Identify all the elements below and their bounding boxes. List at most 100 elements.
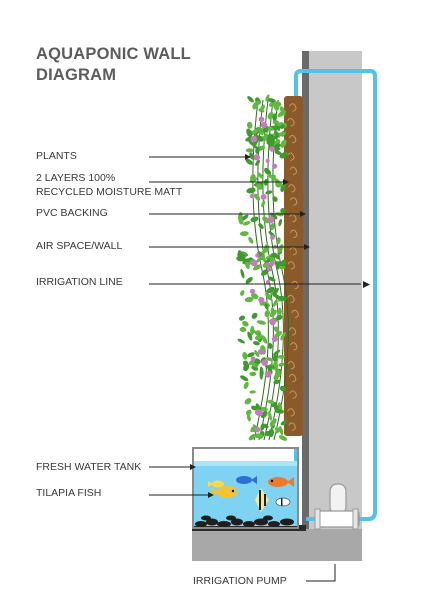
- leaf: [278, 307, 282, 316]
- leaf: [242, 320, 249, 327]
- leaf: [280, 139, 287, 148]
- pvc-backing: [302, 51, 309, 539]
- leaf: [278, 295, 287, 302]
- matt-swirl: [289, 246, 297, 256]
- irrigation-pump: [314, 483, 360, 530]
- leaf: [277, 244, 284, 254]
- flower: [256, 409, 264, 417]
- leaf: [251, 293, 259, 300]
- leaf: [242, 360, 249, 367]
- fish-orange: [268, 477, 294, 487]
- leaf: [276, 369, 281, 378]
- matt-swirl: [287, 261, 295, 270]
- leaf: [265, 357, 273, 362]
- leaf: [278, 218, 283, 227]
- matt-swirl: [289, 166, 298, 176]
- leaf: [263, 244, 270, 253]
- leaf: [261, 335, 268, 344]
- leaf: [246, 187, 256, 194]
- leaf: [240, 375, 249, 382]
- leaf: [251, 312, 258, 319]
- leaf: [248, 434, 256, 441]
- matt-swirl: [288, 327, 297, 336]
- leaf: [277, 110, 286, 118]
- leaf: [273, 147, 281, 152]
- flower: [271, 336, 278, 342]
- leaf: [236, 255, 246, 262]
- flower: [265, 158, 270, 163]
- matt-swirl: [289, 197, 298, 206]
- flower: [269, 318, 276, 326]
- flower: [249, 288, 256, 294]
- matt-swirl: [289, 103, 297, 112]
- leaf: [272, 287, 279, 296]
- leaf: [256, 255, 263, 263]
- leaf: [242, 221, 251, 226]
- tilapia-fish-group: [208, 476, 294, 512]
- leader-irrigation-pump: [306, 564, 336, 582]
- leaf: [265, 190, 273, 195]
- leaf: [265, 94, 270, 102]
- tank-water-surface: [194, 461, 297, 466]
- leaf: [258, 223, 264, 229]
- leaf: [253, 264, 262, 271]
- leaf: [260, 423, 265, 431]
- leaf: [279, 385, 286, 392]
- fish-tank: [192, 447, 299, 529]
- leaf: [256, 183, 263, 190]
- leaf: [273, 379, 281, 385]
- label-fresh-water-tank: FRESH WATER TANK: [36, 461, 142, 473]
- concrete-wall: [306, 51, 362, 561]
- leaf: [249, 390, 256, 394]
- leaf: [245, 148, 254, 153]
- tank-pebbles: [195, 515, 294, 527]
- matt-swirl: [287, 117, 295, 127]
- plant-foliage: [236, 94, 289, 441]
- fish-small-yellow: [208, 480, 224, 488]
- flower: [253, 154, 260, 161]
- matt-swirl: [286, 152, 295, 162]
- leaf: [273, 130, 279, 140]
- leaf: [256, 320, 267, 325]
- leaf: [273, 403, 280, 414]
- leaf: [267, 98, 276, 103]
- leaf: [273, 326, 280, 333]
- title-line-1: AQUAPONIC WALL: [36, 45, 191, 63]
- leaf: [252, 102, 258, 110]
- label-moisture-matt-line-1: 2 LAYERS 100%: [36, 172, 116, 184]
- leaf: [246, 121, 253, 129]
- irrigation-line-arrowhead: [363, 281, 370, 288]
- leader-lines: [149, 156, 361, 582]
- leaf: [276, 182, 283, 188]
- leaf: [250, 325, 255, 336]
- matt-swirl: [291, 309, 299, 319]
- leaf: [247, 352, 255, 358]
- leaf: [243, 381, 249, 389]
- leaf: [244, 296, 254, 303]
- leaf: [266, 286, 275, 294]
- matt-swirl: [288, 135, 297, 144]
- leaf: [272, 120, 280, 125]
- leaf: [238, 217, 244, 225]
- leaf: [246, 414, 251, 422]
- matt-swirl: [289, 390, 297, 399]
- leaf: [240, 268, 245, 279]
- fish-striped: [275, 497, 291, 507]
- leaf: [254, 334, 263, 341]
- leaf: [255, 146, 260, 154]
- leaf: [276, 314, 283, 321]
- pump-flange-left: [314, 508, 321, 530]
- leaf: [265, 430, 272, 437]
- leaf: [245, 409, 252, 416]
- leaf: [261, 200, 266, 208]
- leaf: [240, 290, 245, 296]
- flower: [258, 296, 265, 304]
- flower: [258, 348, 264, 355]
- flower: [260, 193, 267, 200]
- leaf: [267, 342, 273, 349]
- leaf: [247, 96, 254, 103]
- leaf: [273, 349, 281, 356]
- leaf: [274, 427, 283, 432]
- leaf: [278, 435, 288, 441]
